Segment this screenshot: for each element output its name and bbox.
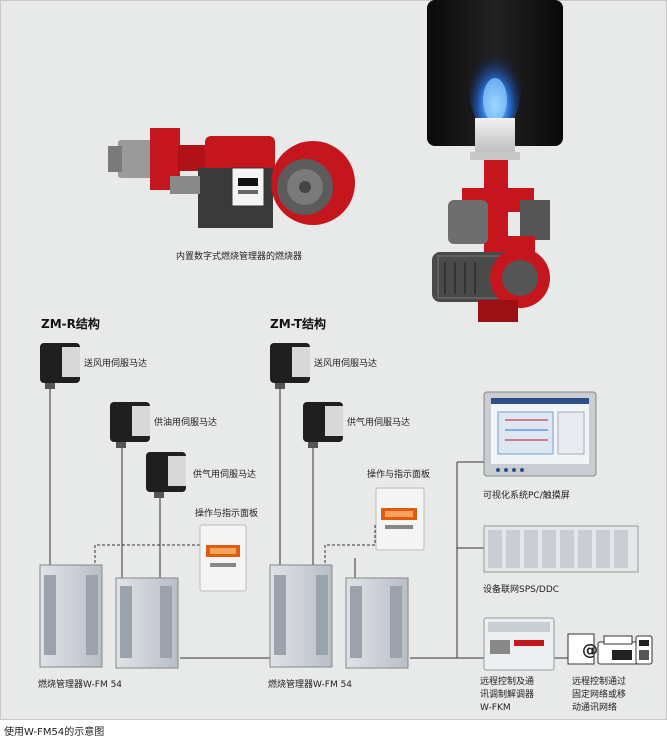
fkm-label-line-2: 讯调制解调器 bbox=[480, 690, 535, 700]
burner-vertical bbox=[427, 0, 563, 322]
fkm-label-line-1: 远程控制及通 bbox=[480, 677, 535, 687]
zm-r-gas-actuator-label: 供气用伺服马达 bbox=[193, 470, 257, 480]
burner-caption: 内置数字式燃烧管理器的燃烧器 bbox=[176, 252, 303, 262]
zm-r-oil-actuator-label: 供油用伺服马达 bbox=[154, 418, 218, 428]
zm-r-air-actuator-label: 送风用伺服马达 bbox=[84, 359, 148, 369]
burner-managers bbox=[39, 564, 409, 669]
panel-links bbox=[94, 525, 376, 568]
zm-t-panel-label: 操作与指示面板 bbox=[367, 470, 431, 480]
fkm-label: 远程控制及通 讯调制解调器 W-FKM bbox=[480, 676, 534, 715]
zm-r-title: ZM-R结构 bbox=[41, 317, 100, 331]
zm-t-manager-label: 燃烧管理器W-FM 54 bbox=[268, 680, 353, 690]
pc-label: 可视化系统PC/触摸屏 bbox=[483, 491, 570, 501]
actuator-units bbox=[40, 343, 343, 498]
remote-label: 远程控制通过 固定网络或移 动通讯网络 bbox=[572, 676, 626, 715]
zm-r-manager-label: 燃烧管理器W-FM 54 bbox=[38, 680, 123, 690]
sps-label: 设备联网SPS/DDC bbox=[483, 585, 560, 595]
email-symbol: @ bbox=[582, 640, 598, 659]
display-panels bbox=[199, 487, 425, 592]
remote-label-line-1: 远程控制通过 bbox=[572, 677, 627, 687]
touchscreen-pc bbox=[483, 391, 597, 477]
zm-t-air-actuator-label: 送风用伺服马达 bbox=[314, 359, 378, 369]
zm-t-title: ZM-T结构 bbox=[270, 317, 327, 331]
figure-caption: 使用W-FM54的示意图 bbox=[4, 727, 105, 738]
fkm-label-line-3: W-FKM bbox=[480, 703, 511, 713]
burner-horizontal bbox=[108, 128, 355, 228]
remote-label-line-2: 固定网络或移 bbox=[572, 690, 627, 700]
zm-t-gas-actuator-label: 供气用伺服马达 bbox=[347, 418, 411, 428]
communication-icons bbox=[567, 633, 653, 665]
sps-ddc-rack bbox=[483, 525, 639, 573]
zm-r-panel-label: 操作与指示面板 bbox=[195, 509, 259, 519]
remote-label-line-3: 动通讯网络 bbox=[572, 703, 618, 713]
fkm-modem bbox=[483, 617, 555, 671]
